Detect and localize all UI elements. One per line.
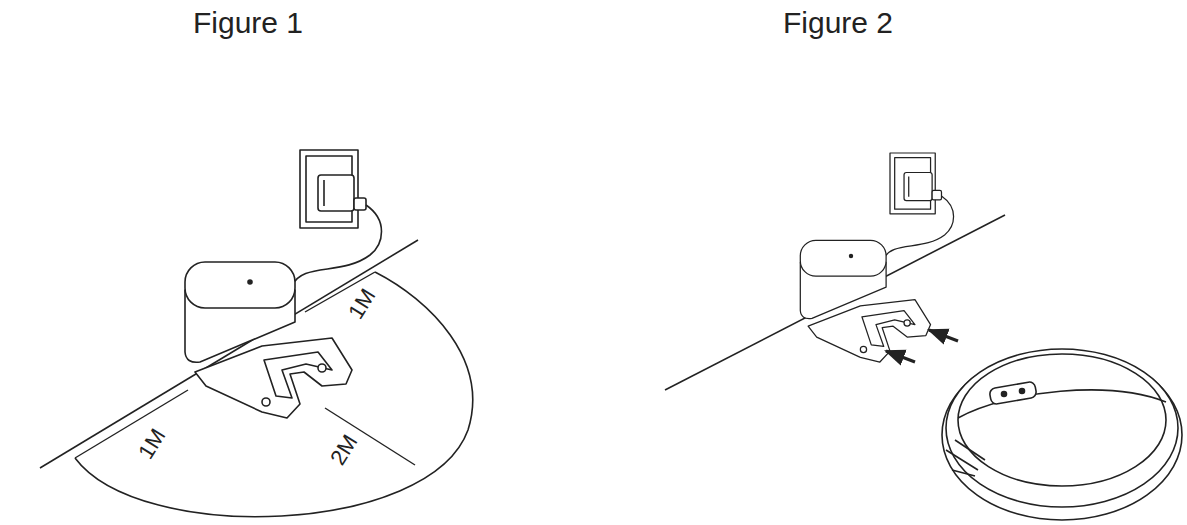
figure-title: Figure 1 <box>191 6 305 39</box>
dimension-label: 1M <box>133 423 172 465</box>
dimension-label: 1M <box>343 283 382 325</box>
figure-title: Figure 2 <box>781 6 895 39</box>
dimension-label: 2M <box>325 429 364 471</box>
